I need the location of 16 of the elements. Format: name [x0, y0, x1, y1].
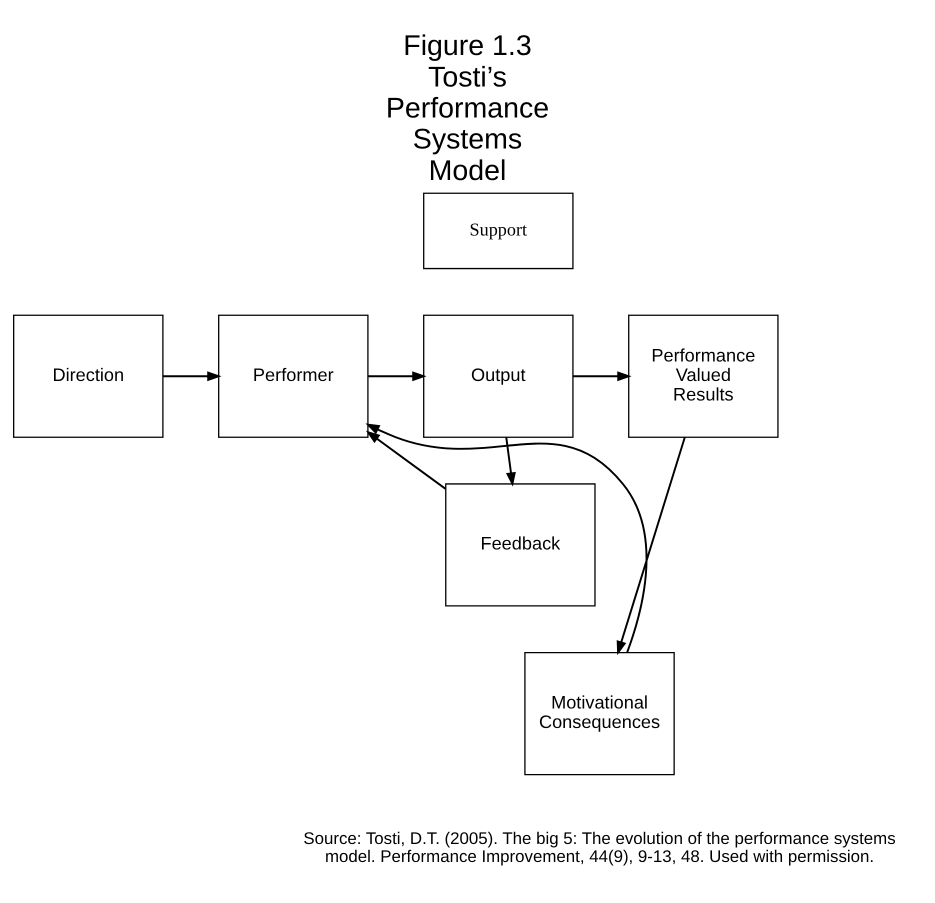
arrow: [505, 437, 516, 487]
node-box: Support: [423, 192, 574, 270]
arrow: [163, 371, 222, 382]
arrow: [366, 430, 446, 490]
arrow: [616, 437, 686, 656]
caption: Source: Tosti, D.T. (2005). The big 5: The evolution of the performance systems model. Performance Improvement, 44(9), 9-13, 48. Used with permission.: [303, 828, 896, 866]
node-box: Performer: [218, 314, 369, 438]
node-box: Feedback: [445, 483, 596, 607]
node-box: Motivational Consequences: [524, 652, 675, 776]
node-box: Output: [423, 314, 574, 438]
arrow: [573, 371, 632, 382]
arrow: [368, 371, 427, 382]
diagram-title: Figure 1.3 Tosti’s Performance Systems Model: [386, 30, 550, 187]
node-box: Performance Valued Results: [628, 314, 779, 438]
arrow: [365, 423, 648, 653]
node-box: Direction: [13, 314, 164, 438]
